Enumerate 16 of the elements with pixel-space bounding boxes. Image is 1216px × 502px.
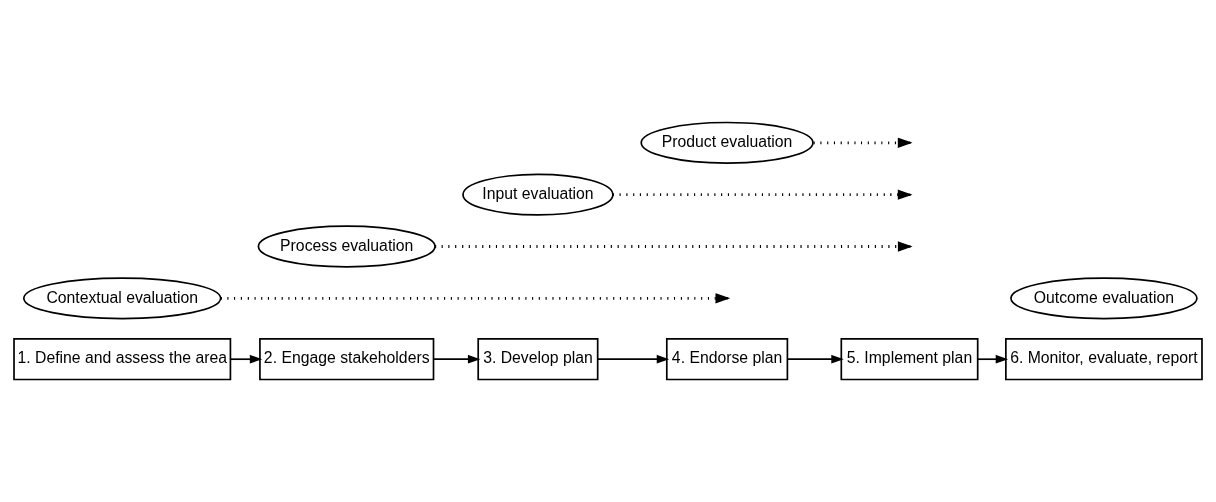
arrow [433, 354, 481, 364]
arrow [786, 354, 844, 364]
node-ellipse: Process evaluation [257, 225, 436, 268]
arrow [229, 354, 263, 364]
node-box: 2. Engage stakeholders [259, 338, 435, 381]
node-box: 5. Implement plan [840, 338, 979, 381]
node-box: 6. Monitor, evaluate, report [1005, 338, 1203, 381]
node-ellipse: Input evaluation [462, 173, 614, 216]
node-ellipse: Outcome evaluation [1010, 277, 1198, 320]
node-box: 4. Endorse plan [665, 338, 789, 381]
node-ellipse: Product evaluation [640, 121, 814, 164]
node-ellipse: Contextual evaluation [22, 277, 222, 320]
node-box: 3. Develop plan [477, 338, 599, 381]
arrow [596, 354, 670, 364]
node-box: 1. Define and assess the area [13, 338, 232, 381]
arrow [977, 354, 1009, 364]
